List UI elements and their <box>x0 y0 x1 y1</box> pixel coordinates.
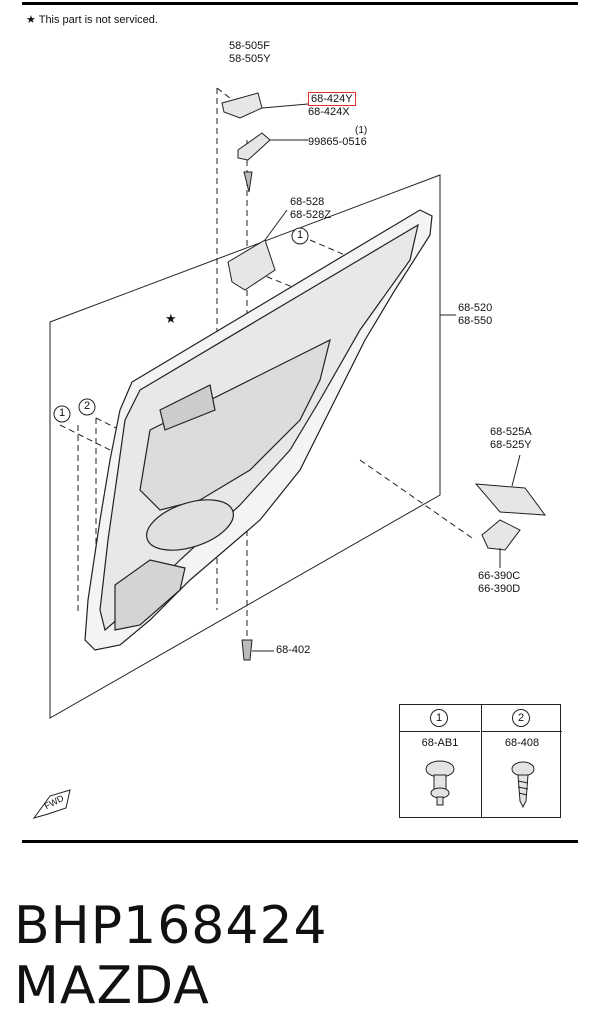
star-marker: ★ <box>165 311 177 326</box>
callout-1-b: 1 <box>59 407 66 419</box>
door-trim <box>84 209 433 651</box>
legend-code-1: 68-AB1 <box>421 737 459 749</box>
callouts <box>53 227 309 423</box>
label-68-402: 68-402 <box>276 644 311 656</box>
legend-number-1: 1 <box>430 709 448 727</box>
bottom-rule <box>22 840 578 843</box>
legend-code-2: 68-408 <box>504 737 540 749</box>
highlighted-part: 68-424Y <box>308 92 356 106</box>
screw-code: 99865-0516 <box>308 136 367 148</box>
label-68-424: 68-424Y 68-424X <box>308 92 356 119</box>
door-trim-diagram <box>32 87 547 819</box>
callout-2: 2 <box>84 400 91 412</box>
fwd-arrow-icon <box>32 789 71 819</box>
footer: BHP168424 MAZDA <box>14 896 594 1016</box>
brand-name: MAZDA <box>14 956 210 1016</box>
fastener-legend: 1 68-AB1 2 68-408 <box>399 704 562 818</box>
not-serviced-note: ★ This part is not serviced. <box>26 14 158 26</box>
panel-outline <box>49 174 441 719</box>
part-number: BHP168424 <box>14 896 328 956</box>
leader-lines <box>252 103 521 652</box>
push-clip-icon <box>425 760 455 806</box>
callout-1-a: 1 <box>297 229 304 241</box>
top-rule <box>22 2 578 5</box>
legend-column-1: 1 68-AB1 <box>400 705 480 817</box>
small-parts <box>221 92 547 661</box>
screw-qty: (1) <box>355 125 368 136</box>
legend-number-2: 2 <box>512 709 530 727</box>
legend-column-2: 2 68-408 <box>481 705 562 817</box>
screw-icon <box>511 761 535 809</box>
